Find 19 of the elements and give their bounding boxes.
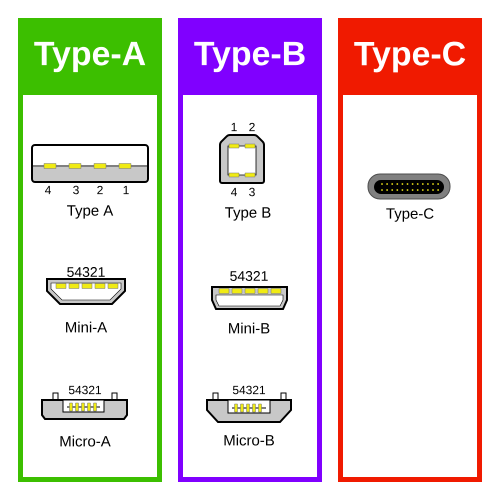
- connector-caption: Mini-A: [66, 322, 108, 332]
- connector-caption: Mini-B: [229, 322, 270, 334]
- pin-number: 54321: [68, 386, 102, 394]
- connector-caption: Type A: [67, 205, 114, 219]
- connector-caption: Micro-A: [60, 436, 111, 446]
- pin-number: 1: [124, 186, 129, 194]
- pin-number: 3: [249, 188, 255, 196]
- pin-number: 54321: [67, 267, 105, 277]
- pin-number: 1: [232, 122, 237, 132]
- pin-number: 4: [44, 186, 51, 194]
- pin-number: 54321: [232, 386, 266, 394]
- connector-caption: Type-C: [386, 208, 434, 222]
- pin-number: 2: [249, 122, 255, 132]
- pin-number: 2: [97, 186, 103, 194]
- connector-caption: Micro-B: [224, 434, 274, 446]
- pin-number: 3: [73, 186, 79, 194]
- pin-number: 54321: [230, 271, 268, 281]
- connector-caption: Type B: [225, 207, 270, 221]
- pin-number: 4: [230, 188, 237, 196]
